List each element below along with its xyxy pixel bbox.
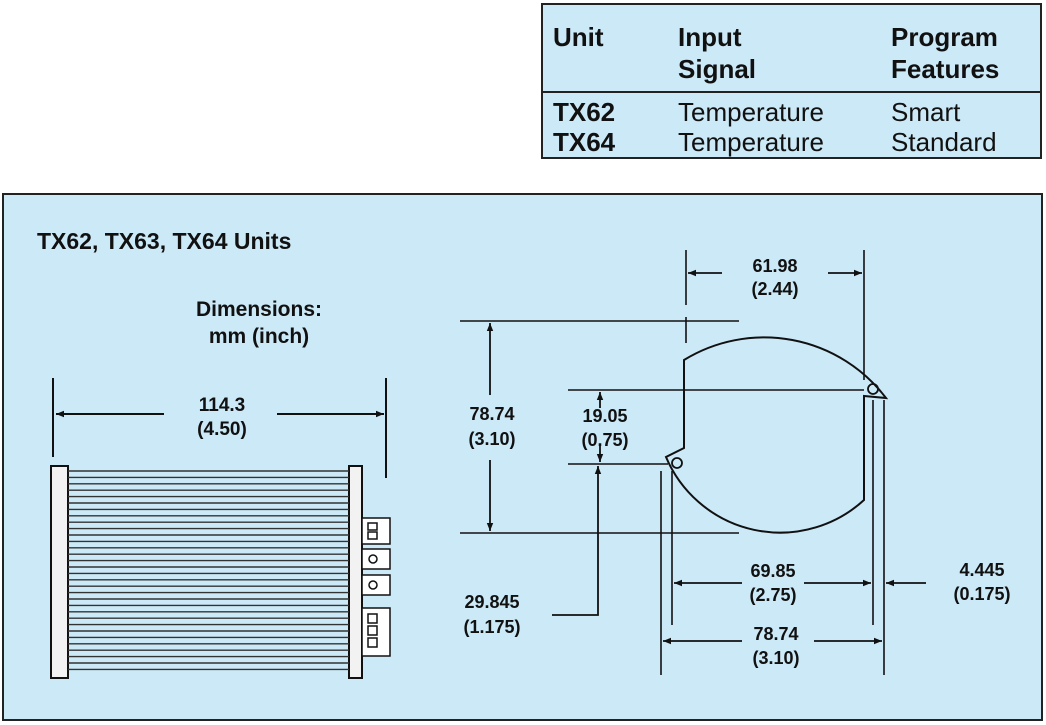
base-width-mm: 78.74 xyxy=(753,624,798,644)
lower-offset-inch: (1.175) xyxy=(463,617,520,637)
row-1-unit: TX62 xyxy=(553,97,616,127)
unit-side-view xyxy=(50,378,391,679)
offset-inch: (0.75) xyxy=(581,430,628,450)
header-unit: Unit xyxy=(553,22,604,52)
length-inch: (4.50) xyxy=(197,419,247,440)
unit-end-view xyxy=(460,250,889,675)
dimension-arrows xyxy=(486,269,926,645)
base-width-inch: (3.10) xyxy=(752,648,799,668)
spec-table: Unit Input Signal Program Features TX62 … xyxy=(541,3,1042,159)
row-1-input: Temperature xyxy=(678,97,824,127)
row-2-features: Standard xyxy=(891,127,997,157)
hole-spacing-mm: 69.85 xyxy=(750,561,795,581)
dimension-drawing: TX62, TX63, TX64 Units Dimensions: mm (i… xyxy=(37,228,1011,679)
row-2-unit: TX64 xyxy=(553,127,616,157)
header-features-line1: Program xyxy=(891,22,998,52)
units-label: mm (inch) xyxy=(209,325,309,348)
row-1-features: Smart xyxy=(891,97,961,127)
dimensions-label: Dimensions: xyxy=(196,298,322,321)
dimension-drawing-panel: TX62, TX63, TX64 Units Dimensions: mm (i… xyxy=(2,193,1043,721)
header-input-line2: Signal xyxy=(678,54,757,84)
drawing-title: TX62, TX63, TX64 Units xyxy=(37,228,291,254)
top-width-mm: 61.98 xyxy=(752,256,797,276)
length-mm: 114.3 xyxy=(199,395,246,416)
hole-spacing-inch: (2.75) xyxy=(749,585,796,605)
row-2-input: Temperature xyxy=(678,127,824,157)
flange-mm: 4.445 xyxy=(959,560,1004,580)
header-input-line1: Input xyxy=(678,22,742,52)
heatsink-fins xyxy=(68,470,349,671)
flange-inch: (0.175) xyxy=(953,584,1010,604)
top-width-inch: (2.44) xyxy=(751,279,798,299)
height-inch: (3.10) xyxy=(468,429,515,449)
lower-offset-mm: 29.845 xyxy=(464,592,519,612)
offset-mm: 19.05 xyxy=(582,406,627,426)
header-divider xyxy=(543,91,1040,93)
header-features-line2: Features xyxy=(891,54,1000,84)
terminal-block xyxy=(361,517,391,657)
height-mm: 78.74 xyxy=(469,404,514,424)
